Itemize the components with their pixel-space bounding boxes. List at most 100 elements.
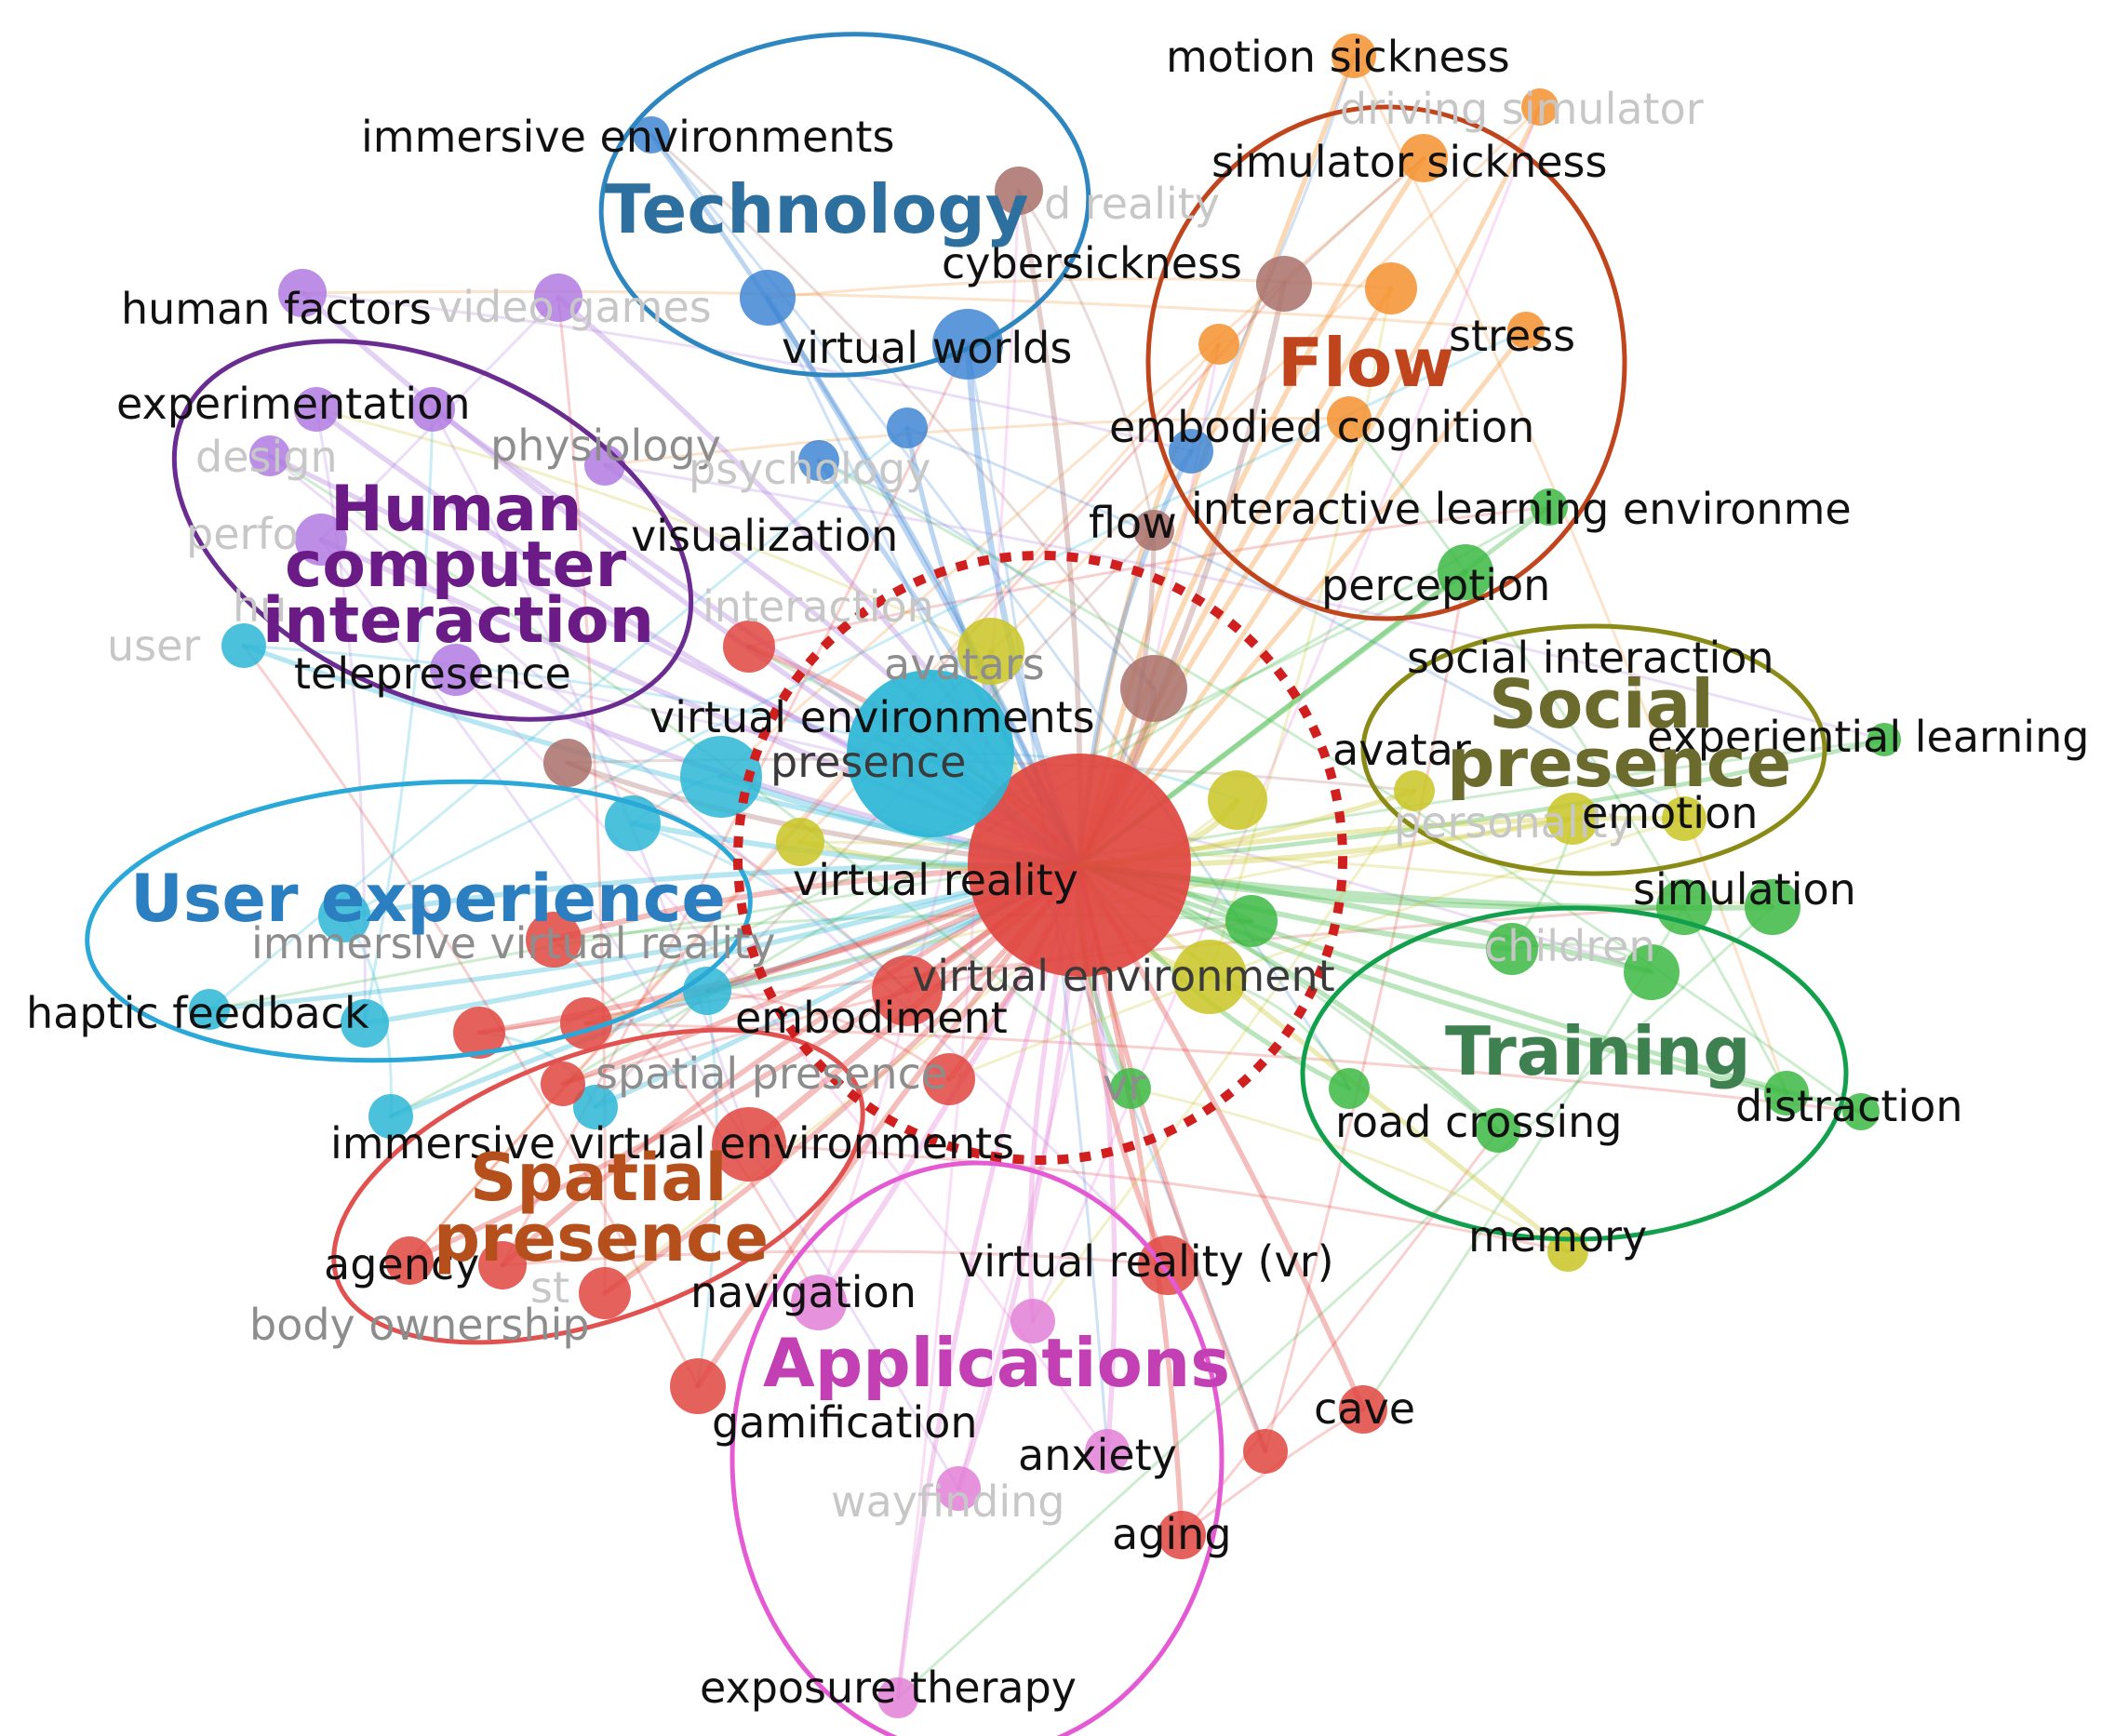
node-cyber (1256, 256, 1312, 312)
node-green6 (1624, 944, 1680, 1000)
term-immersive-virtual-environments: immersive virtual environments (330, 1118, 1014, 1168)
node-yellow6 (776, 818, 824, 866)
node-purple2 (534, 274, 582, 322)
term-embodied-cognition: embodied cognition (1109, 402, 1534, 452)
node-stress (1365, 262, 1417, 314)
term-spatial-presence: spatial presence (596, 1048, 947, 1099)
term-virtual-reality: virtual reality (793, 855, 1078, 905)
node-yellow2 (1208, 770, 1267, 830)
cluster-label-social-line1: Social (1489, 665, 1714, 743)
core-ring (733, 551, 1347, 1165)
term-body-ownership: body ownership (249, 1300, 590, 1350)
link (798, 840, 1774, 909)
term-avatars: avatars (884, 639, 1045, 689)
cluster-labels: Technology Flow Human computer interacti… (130, 170, 1791, 1402)
term-personality: personality (1394, 797, 1633, 848)
term-wayfinding: wayfinding (831, 1476, 1065, 1527)
link (1077, 53, 1357, 868)
term-perception: perception (1321, 560, 1550, 610)
node-pink1 (791, 1275, 847, 1330)
node-drive (1521, 88, 1559, 126)
node-red8 (541, 1062, 585, 1106)
node-ves (1120, 655, 1187, 722)
link (719, 156, 1425, 779)
node-red11 (579, 1267, 631, 1319)
link (1031, 105, 1542, 1323)
term-cybersickness: cybersickness (942, 238, 1242, 288)
cluster-label-spatial-line1: Spatial (470, 1140, 727, 1216)
node-blue4 (887, 407, 928, 448)
link (603, 417, 1351, 467)
node-red9 (385, 1236, 434, 1285)
node-cyan8 (368, 1094, 413, 1139)
term-st-faint: st (530, 1262, 569, 1313)
term-virtual-environments: virtual environments (649, 692, 1095, 742)
cluster-label-user-experience: User experience (130, 861, 726, 937)
link (696, 989, 718, 1388)
term-memory: memory (1468, 1211, 1647, 1262)
node-yellow3 (1546, 793, 1599, 845)
node-purple4 (410, 387, 455, 432)
spatial-presence-ring (331, 1027, 865, 1345)
link (566, 761, 909, 993)
link (905, 426, 1686, 821)
term-immersive-virtual-reality: immersive virtual reality (251, 918, 775, 968)
link (747, 505, 1551, 648)
node-green8 (1329, 1068, 1370, 1109)
link (584, 1022, 1863, 1114)
node-purple6 (295, 514, 347, 566)
node-simsick (1399, 134, 1448, 182)
node-green13 (1867, 723, 1901, 756)
term-road-crossing: road crossing (1335, 1097, 1622, 1147)
term-augmented-reality: d reality (1044, 179, 1220, 229)
link (207, 862, 1082, 1012)
node-layer (189, 33, 1901, 1718)
node-green7 (1486, 923, 1538, 975)
cluster-label-flow: Flow (1278, 324, 1454, 402)
node-red5 (453, 1007, 505, 1059)
link (242, 644, 932, 755)
cluster-label-applications: Applications (763, 1324, 1230, 1402)
cluster-label-spatial-line2: presence (434, 1200, 769, 1276)
cluster-label-hci-line2: computer (285, 528, 627, 602)
node-green2 (1438, 544, 1493, 600)
node-yellow4 (1662, 796, 1706, 841)
link (315, 407, 993, 653)
link (241, 643, 1082, 868)
link (552, 938, 821, 1304)
term-user: user (107, 621, 200, 671)
term-visualization: visualization (631, 511, 898, 561)
link (1264, 570, 1467, 1453)
node-red3 (723, 621, 775, 673)
link (1077, 155, 1426, 868)
term-labels: driving simulator motion sickness simula… (26, 32, 2089, 1713)
node-presence (847, 670, 1014, 837)
node-pink5 (1085, 1429, 1130, 1474)
link (1077, 104, 1543, 868)
node-pink4 (877, 1677, 918, 1718)
node-green11 (1842, 1093, 1880, 1130)
link (896, 905, 1774, 1700)
training-ring (1300, 905, 1849, 1242)
node-green12 (1110, 1068, 1151, 1109)
term-human-factors: human factors (121, 284, 432, 334)
cluster-label-hci-line1: Human (330, 473, 582, 546)
node-cyan7 (341, 999, 389, 1048)
node-red7 (712, 1107, 786, 1182)
node-orange5 (1198, 324, 1239, 365)
term-virtual-reality-vr: virtual reality (vr) (958, 1236, 1334, 1287)
link (817, 459, 1863, 1114)
link (649, 133, 1156, 690)
node-red2 (872, 955, 943, 1026)
node-pink2 (1010, 1299, 1055, 1343)
term-flow: flow (1089, 498, 1177, 548)
user-experience-ring (85, 779, 753, 1063)
node-green1 (1225, 895, 1278, 947)
link (408, 342, 1221, 1262)
node-red17 (1158, 1511, 1206, 1559)
term-psychology: psychology (689, 444, 930, 494)
node-purple7 (430, 644, 482, 696)
link (242, 644, 700, 1388)
node-red13 (923, 1053, 975, 1105)
term-vr: vr (1103, 1060, 1145, 1110)
